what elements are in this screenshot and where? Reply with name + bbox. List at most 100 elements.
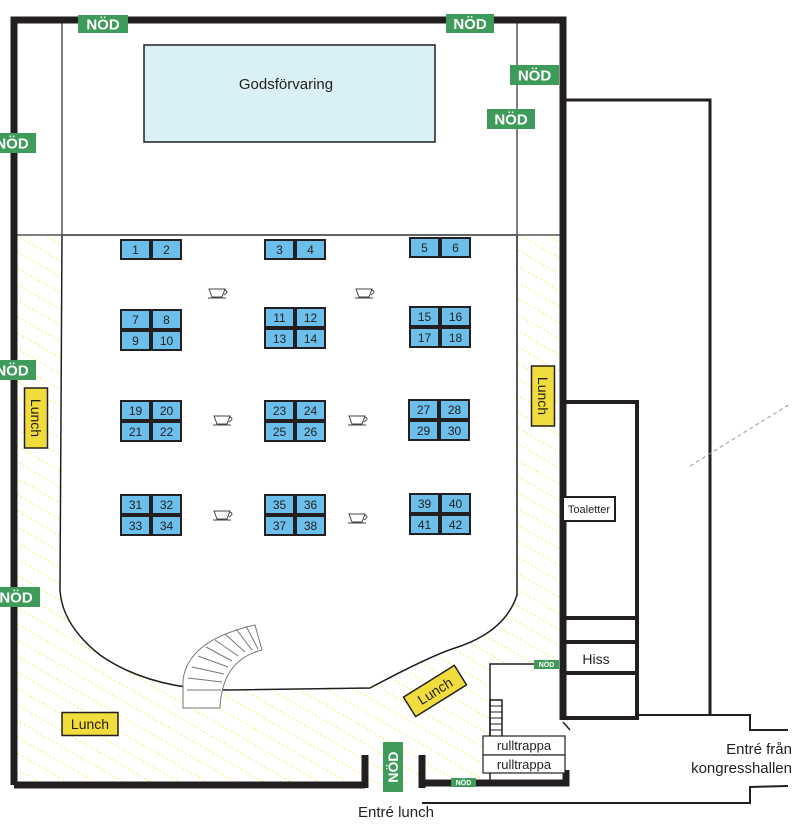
table-cell [264, 328, 295, 349]
entrance-congress-label-2: kongresshallen [691, 760, 792, 777]
table-booth[interactable]: 14 [295, 328, 326, 349]
table-booth[interactable]: 33 [120, 515, 151, 536]
table-booth[interactable]: 40 [440, 493, 471, 514]
table-booth[interactable]: 31 [120, 494, 151, 515]
table-booth[interactable]: 35 [264, 494, 295, 515]
emergency-exit-sign: NÖD [487, 109, 535, 129]
table-cell [440, 306, 471, 327]
storage-room [143, 44, 436, 143]
table-cell [295, 328, 326, 349]
table-booth[interactable]: 36 [295, 494, 326, 515]
table-number: 3 [276, 243, 283, 257]
table-number: 22 [160, 425, 174, 439]
table-number: 16 [449, 310, 463, 324]
table-number: 11 [273, 311, 286, 325]
table-number: 38 [304, 519, 318, 533]
coffee-cup-icon [355, 288, 375, 299]
elevator-label: Hiss [582, 651, 609, 667]
emergency-exit-sign: NÖD [510, 65, 559, 85]
lunch-area-sign: Lunch [61, 711, 119, 737]
table-booth[interactable]: 19 [120, 400, 151, 421]
table-number: 40 [449, 497, 463, 511]
entrance-lunch-label: Entré lunch [358, 804, 434, 821]
table-number: 5 [421, 241, 428, 255]
table-booth[interactable]: 7 [120, 309, 151, 330]
table-number: 4 [307, 243, 314, 257]
table-number: 23 [273, 404, 287, 418]
coffee-cup-icon [208, 288, 228, 299]
table-cell [440, 327, 471, 348]
table-cell [295, 421, 326, 442]
table-number: 10 [160, 334, 174, 348]
table-number: 34 [160, 519, 174, 533]
emergency-exit-sign: NÖD [78, 15, 128, 33]
emergency-exit-label: NÖD [453, 16, 487, 33]
table-booth[interactable]: 27 [408, 399, 439, 420]
table-booth[interactable]: 24 [295, 400, 326, 421]
table-booth[interactable]: 41 [409, 514, 440, 535]
table-number: 32 [160, 498, 174, 512]
table-booth[interactable]: 25 [264, 421, 295, 442]
table-booth[interactable]: 10 [151, 330, 182, 351]
table-booth[interactable]: 20 [151, 400, 182, 421]
table-cell [295, 400, 326, 421]
table-cell [409, 327, 440, 348]
emergency-exit-sign: NÖD [383, 742, 403, 792]
table-booth[interactable]: 2 [151, 239, 182, 260]
lunch-label: Lunch [28, 399, 44, 437]
table-number: 28 [448, 403, 462, 417]
table-cell [151, 239, 182, 260]
table-booth[interactable]: 12 [295, 307, 326, 328]
table-number: 12 [304, 311, 318, 325]
table-booth[interactable]: 37 [264, 515, 295, 536]
table-booth[interactable]: 21 [120, 421, 151, 442]
table-number: 13 [273, 332, 287, 346]
table-booth[interactable]: 34 [151, 515, 182, 536]
table-number: 8 [163, 313, 170, 327]
table-booth[interactable]: 11 [264, 307, 295, 328]
table-cell [440, 493, 471, 514]
table-booth[interactable]: 18 [440, 327, 471, 348]
table-booth[interactable]: 22 [151, 421, 182, 442]
table-cell [151, 330, 182, 351]
table-booth[interactable]: 16 [440, 306, 471, 327]
table-booth[interactable]: 15 [409, 306, 440, 327]
table-booth[interactable]: 29 [408, 420, 439, 441]
table-cell [120, 494, 151, 515]
table-cell [264, 400, 295, 421]
table-cell [120, 515, 151, 536]
table-number: 14 [304, 332, 318, 346]
table-booth[interactable]: 26 [295, 421, 326, 442]
spiral-staircase-icon [182, 624, 263, 709]
table-cell [151, 421, 182, 442]
exhibition-hall-floor [59, 234, 518, 691]
table-cell [440, 237, 471, 258]
table-booth[interactable]: 6 [440, 237, 471, 258]
table-booth[interactable]: 38 [295, 515, 326, 536]
table-cell [151, 309, 182, 330]
table-booth[interactable]: 9 [120, 330, 151, 351]
table-booth[interactable]: 17 [409, 327, 440, 348]
emergency-exit-sign: NÖD [0, 360, 36, 380]
table-number: 9 [132, 334, 139, 348]
table-cell [408, 420, 439, 441]
table-booth[interactable]: 42 [440, 514, 471, 535]
table-booth[interactable]: 30 [439, 420, 470, 441]
table-booth[interactable]: 39 [409, 493, 440, 514]
table-booth[interactable]: 8 [151, 309, 182, 330]
table-booth[interactable]: 13 [264, 328, 295, 349]
table-booth[interactable]: 3 [264, 239, 295, 260]
table-booth[interactable]: 32 [151, 494, 182, 515]
table-booth[interactable]: 23 [264, 400, 295, 421]
table-cell [120, 309, 151, 330]
emergency-exit-sign: NÖD [451, 778, 476, 787]
table-booth[interactable]: 28 [439, 399, 470, 420]
table-booth[interactable]: 5 [409, 237, 440, 258]
coffee-cup-icon [348, 513, 368, 524]
table-booth[interactable]: 1 [120, 239, 151, 260]
emergency-exit-label: NÖD [456, 778, 472, 787]
table-booth[interactable]: 4 [295, 239, 326, 260]
coffee-layer [208, 288, 375, 524]
